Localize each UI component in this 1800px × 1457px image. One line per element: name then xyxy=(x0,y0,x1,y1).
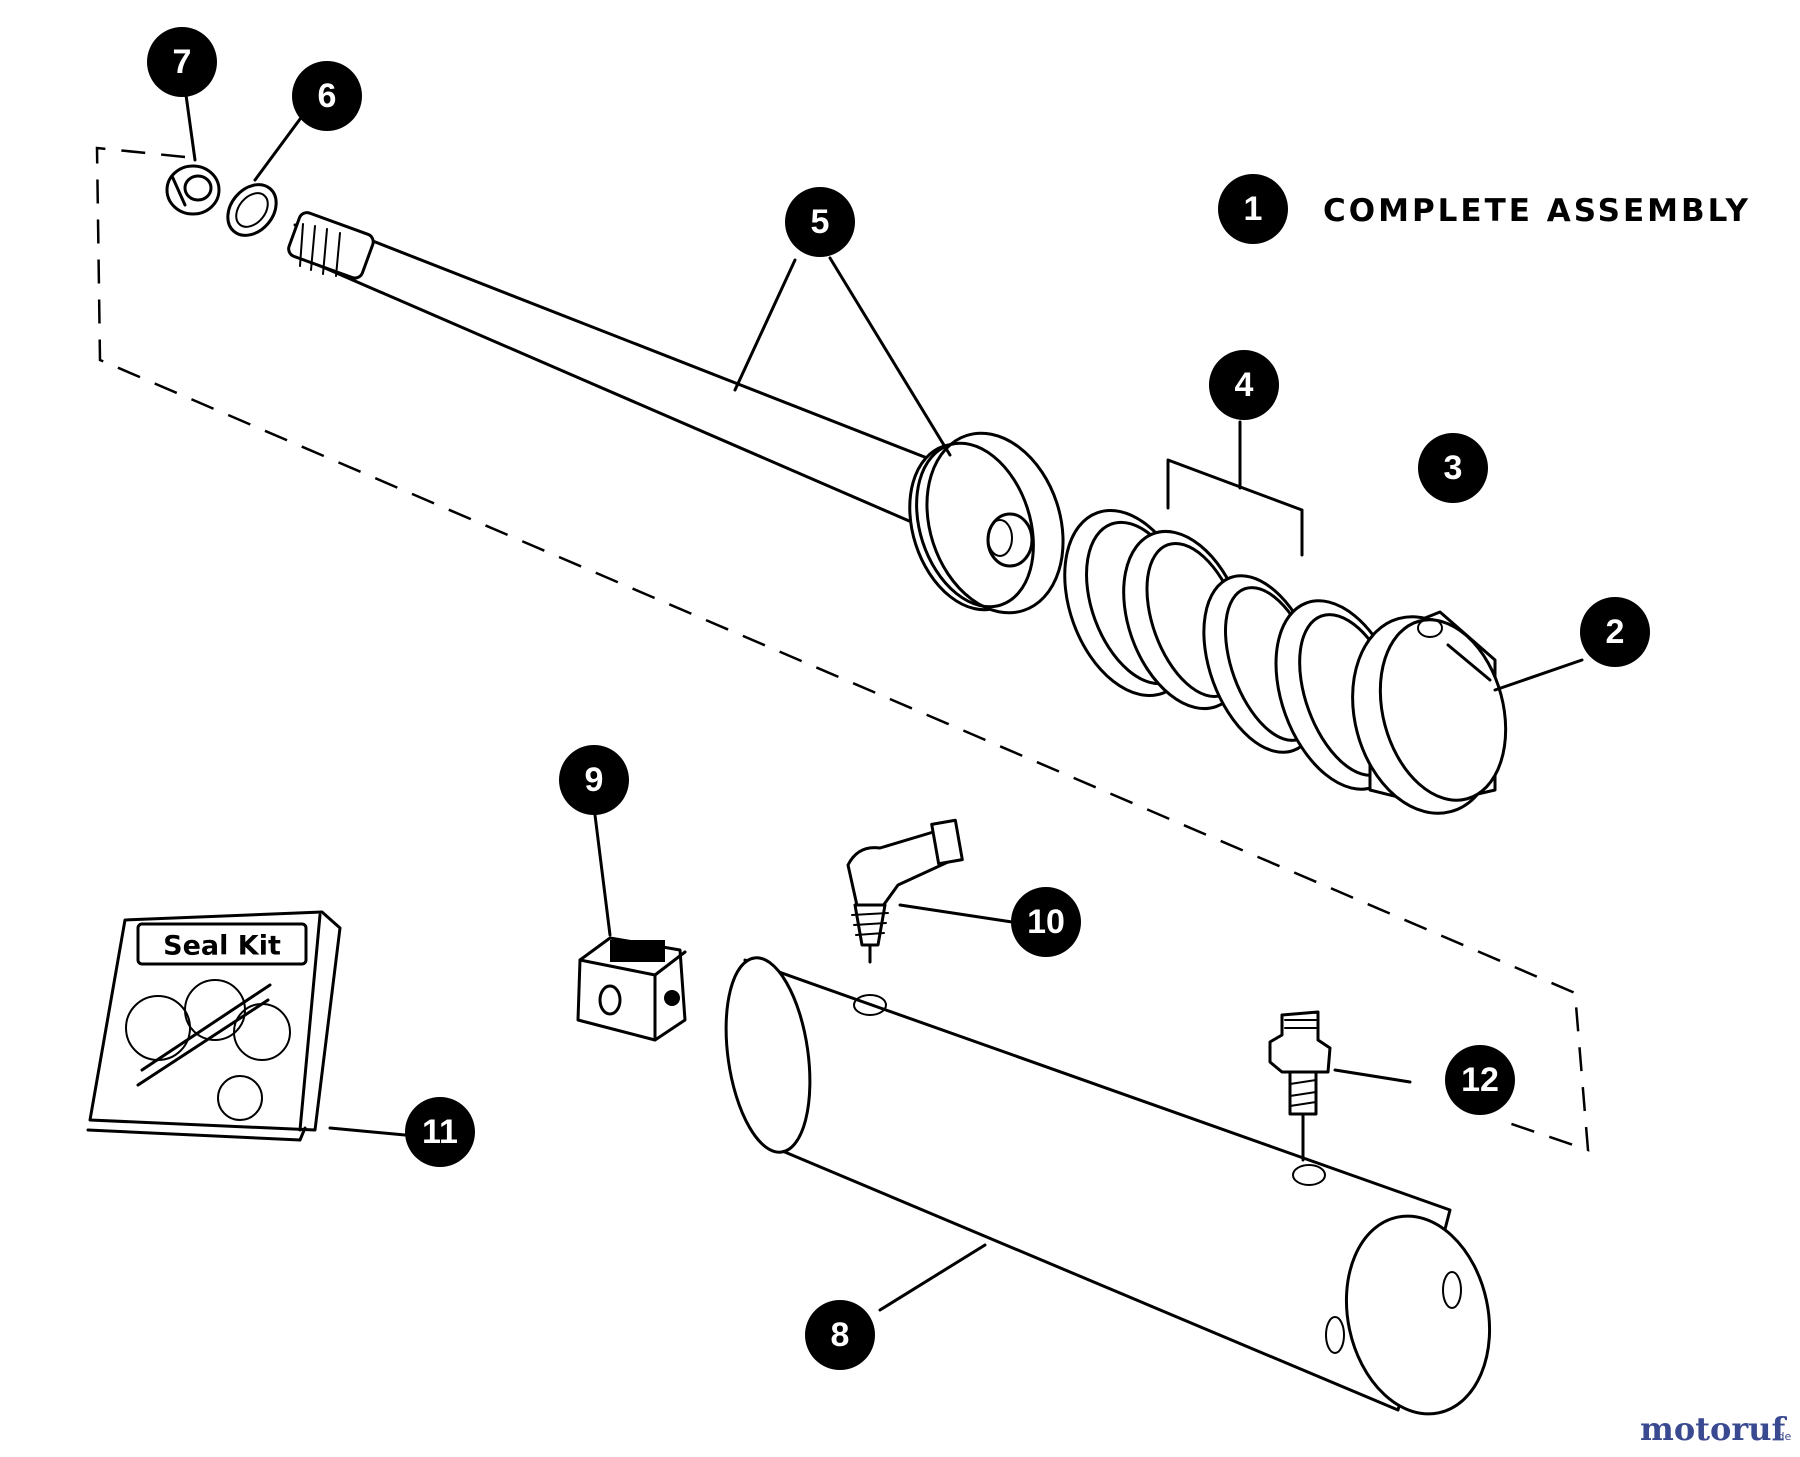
svg-text:6: 6 xyxy=(318,77,337,115)
svg-text:2: 2 xyxy=(1606,613,1625,651)
svg-text:11: 11 xyxy=(422,1113,458,1151)
callout-4: 4 xyxy=(1209,350,1279,420)
svg-text:7: 7 xyxy=(173,43,192,81)
leader-lines xyxy=(184,93,1584,1312)
callout-11: 11 xyxy=(405,1097,475,1167)
svg-text:12: 12 xyxy=(1461,1061,1499,1099)
part-seal-kit: Seal Kit xyxy=(86,910,342,1142)
watermark-text: motoruf xyxy=(1640,1410,1787,1448)
svg-text:4: 4 xyxy=(1235,366,1254,404)
assembly-outline xyxy=(95,146,1590,1152)
callout-3: 3 xyxy=(1418,433,1488,503)
svg-text:5: 5 xyxy=(811,203,830,241)
part-o-ring xyxy=(226,183,278,237)
part-piston-rod xyxy=(287,211,1065,615)
watermark: motoruf .de xyxy=(1640,1410,1791,1448)
part-end-cap xyxy=(1351,610,1508,815)
part-mounting-block xyxy=(576,936,687,1042)
svg-text:8: 8 xyxy=(831,1316,850,1354)
part-elbow-fitting xyxy=(846,818,964,964)
seal-kit-label: Seal Kit xyxy=(163,931,281,962)
callout-7: 7 xyxy=(147,27,217,97)
callout-12: 12 xyxy=(1445,1045,1515,1115)
callout-2: 2 xyxy=(1580,597,1650,667)
svg-text:3: 3 xyxy=(1444,449,1463,487)
part-bleeder-fitting xyxy=(1268,1010,1332,1162)
callout-5: 5 xyxy=(785,187,855,257)
callout-9: 9 xyxy=(559,745,629,815)
svg-text:10: 10 xyxy=(1027,903,1065,941)
callout-8: 8 xyxy=(805,1300,875,1370)
callout-10: 10 xyxy=(1011,887,1081,957)
watermark-suffix: .de xyxy=(1774,1430,1791,1443)
part-cylinder-body xyxy=(724,956,1492,1416)
svg-text:9: 9 xyxy=(585,761,604,799)
callout-1: 1 xyxy=(1218,174,1288,244)
part-nut xyxy=(165,164,221,216)
legend-complete-assembly: COMPLETE ASSEMBLY xyxy=(1323,193,1751,229)
callout-6: 6 xyxy=(292,61,362,131)
svg-text:1: 1 xyxy=(1244,190,1263,228)
